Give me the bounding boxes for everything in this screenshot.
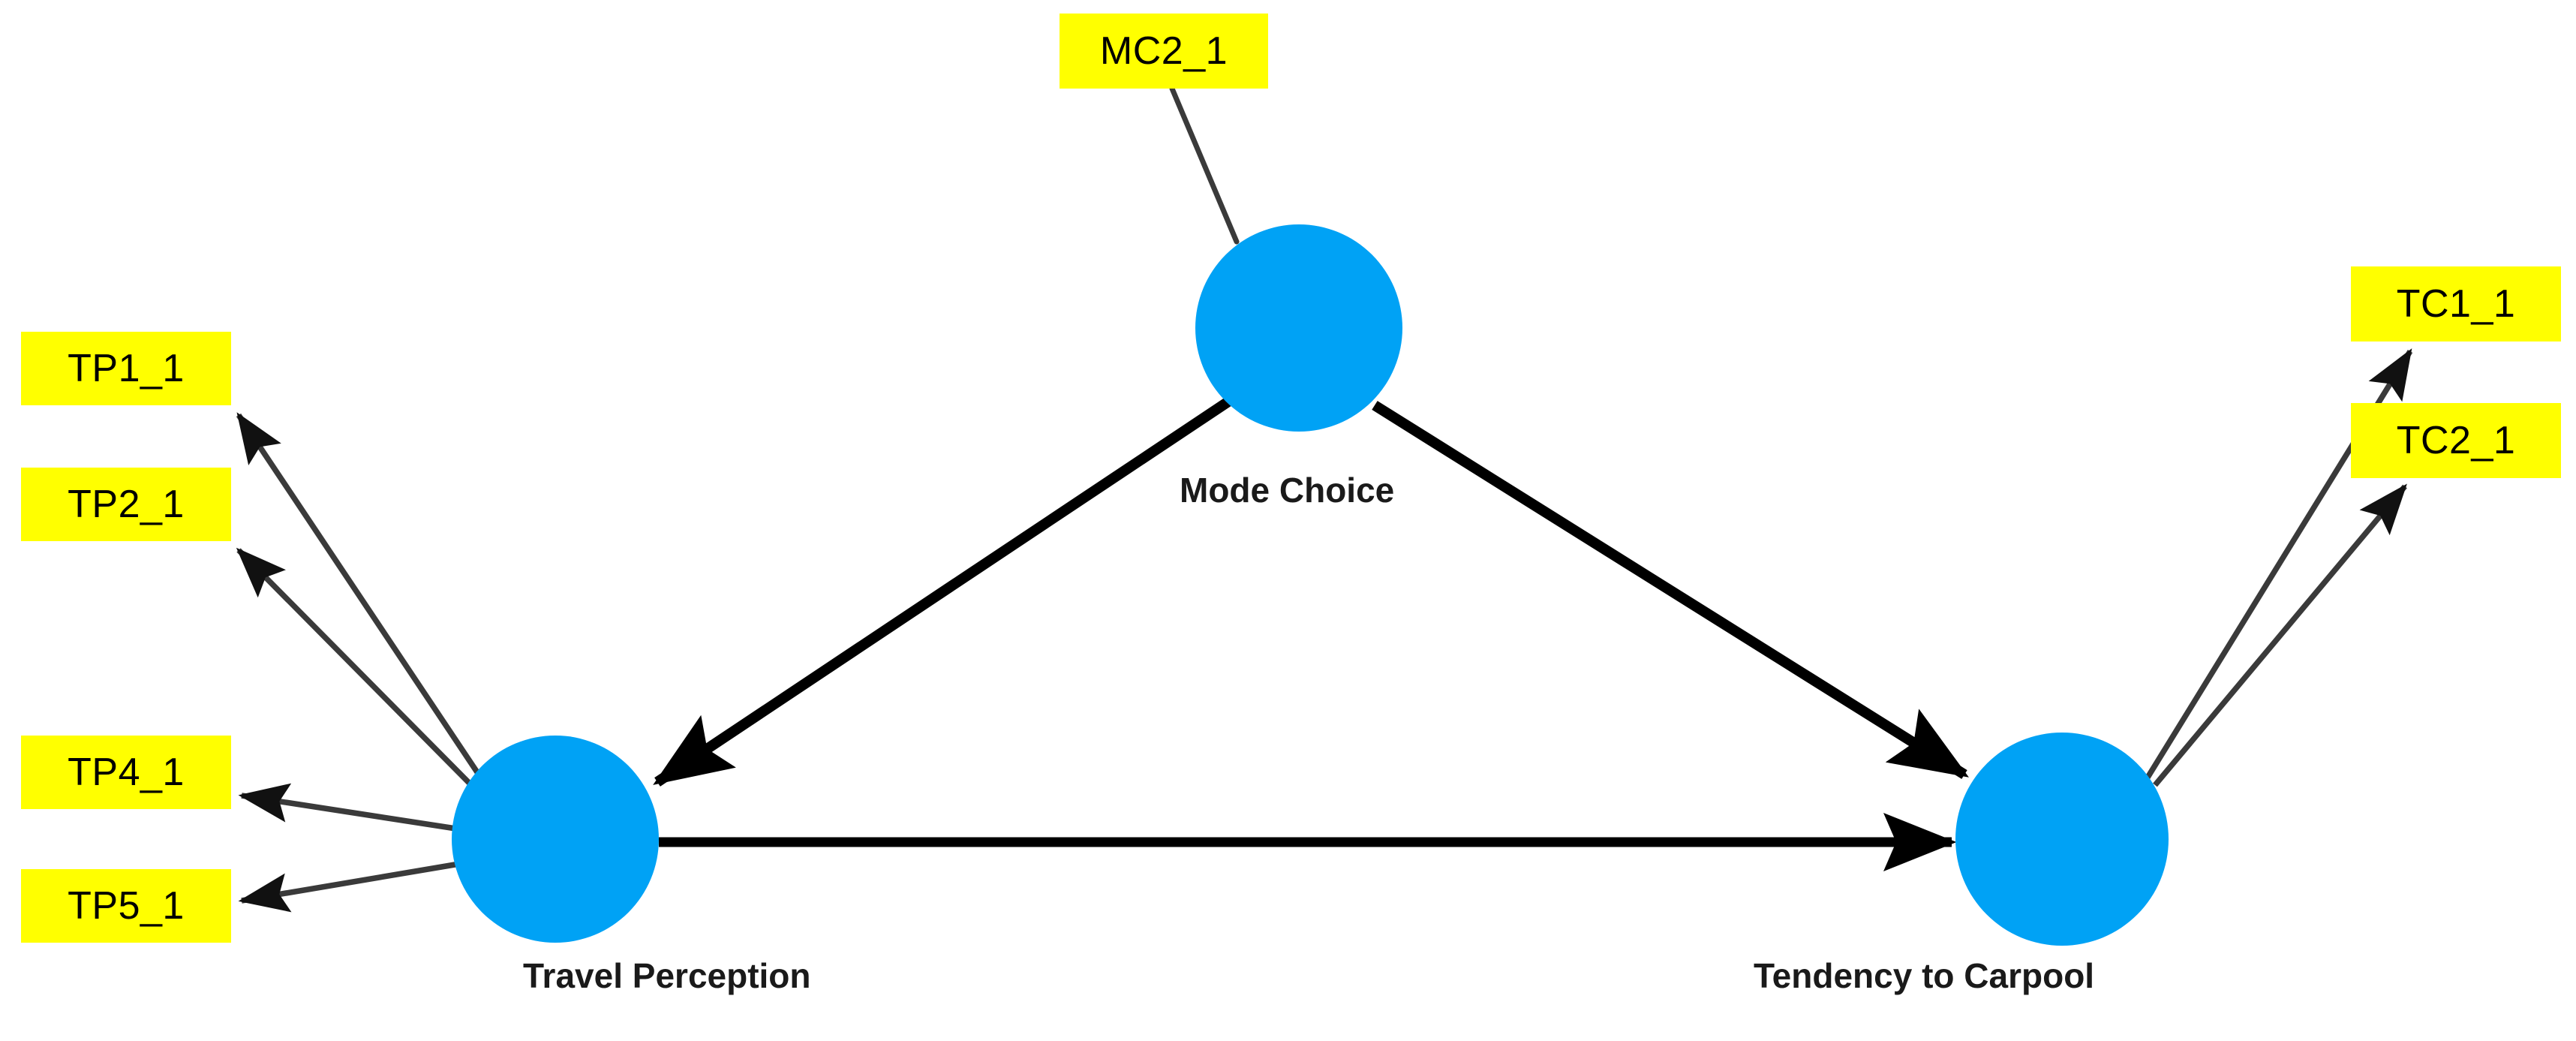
indicator-label-tp1-1: TP1_1 xyxy=(68,347,185,390)
construct-label-tendency-to-carpool: Tendency to Carpool xyxy=(1754,956,2095,995)
indicator-label-tp4-1: TP4_1 xyxy=(68,751,185,794)
indicator-label-tp5-1: TP5_1 xyxy=(68,884,185,928)
indicator-box-tc2-1[interactable]: TC2_1 xyxy=(2351,403,2561,478)
path-travel-perception-to-tp2-1 xyxy=(236,547,476,790)
construct-node-tendency-to-carpool[interactable] xyxy=(1955,733,2169,946)
path-mode-choice-to-tendency-to-carpool xyxy=(1372,401,1969,779)
indicator-box-tp2-1[interactable]: TP2_1 xyxy=(21,468,231,541)
indicator-box-tp5-1[interactable]: TP5_1 xyxy=(21,869,231,943)
indicator-label-tc1-1: TC1_1 xyxy=(2396,282,2516,326)
path-tendency-to-carpool-to-tc2-1 xyxy=(2153,483,2407,787)
indicator-box-tp4-1[interactable]: TP4_1 xyxy=(21,736,231,809)
path-mode-choice-to-travel-perception xyxy=(653,397,1231,787)
path-travel-perception-to-tp5-1 xyxy=(238,860,464,913)
construct-label-mode-choice: Mode Choice xyxy=(1180,471,1395,510)
indicator-label-mc2-1: MC2_1 xyxy=(1099,29,1228,73)
indicator-label-tp2-1: TP2_1 xyxy=(68,483,185,526)
construct-node-mode-choice[interactable] xyxy=(1195,224,1402,432)
path-travel-perception-to-tp4-1 xyxy=(238,783,461,832)
indicator-box-tp1-1[interactable]: TP1_1 xyxy=(21,332,231,405)
construct-node-travel-perception[interactable] xyxy=(452,736,659,943)
indicator-box-tc1-1[interactable]: TC1_1 xyxy=(2351,266,2561,341)
construct-label-travel-perception: Travel Perception xyxy=(523,956,811,995)
path-mc2-1-to-mode-choice xyxy=(1169,86,1240,245)
path-travel-perception-to-tp1-1 xyxy=(236,412,483,779)
indicator-box-mc2-1[interactable]: MC2_1 xyxy=(1060,14,1268,89)
indicator-label-tc2-1: TC2_1 xyxy=(2396,419,2516,462)
